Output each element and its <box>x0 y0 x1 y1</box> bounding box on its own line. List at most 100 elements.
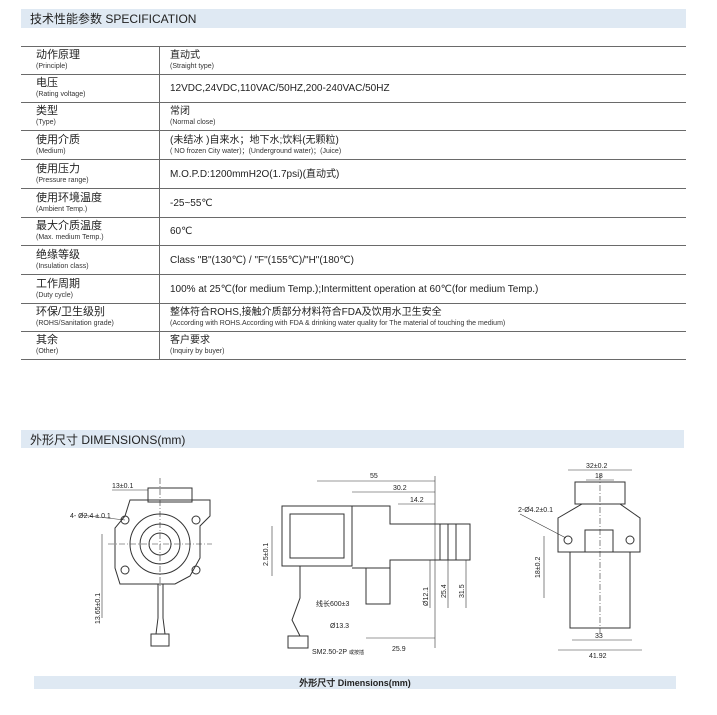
front-dim-1365: 13.65±0.1 <box>95 593 102 624</box>
right-view <box>519 469 642 651</box>
spec-label-en: (Medium) <box>36 147 66 155</box>
spec-label-zh: 绝缘等级 <box>36 248 80 261</box>
right-mount-hole-1 <box>563 535 573 545</box>
spec-value-cell: -25~55℃ <box>160 189 687 218</box>
spec-label-en: (Pressure range) <box>36 176 89 184</box>
spec-value-cell: 直动式(Straight type) <box>160 47 687 75</box>
side-label-315: 31.5 <box>459 584 466 598</box>
spec-row: 使用环境温度(Ambient Temp.)-25~55℃ <box>21 188 687 218</box>
spec-label-zh: 最大介质温度 <box>36 220 102 232</box>
spec-value-main: 常闭 <box>170 106 190 117</box>
right-label-32: 32±0.2 <box>586 463 607 470</box>
spec-row: 电压 (Rating voltage) 12VDC,24VDC,110VAC/50H… <box>21 74 686 103</box>
spec-value-main: Class "B"(130℃) / "F"(155℃)/"H"(180℃) <box>170 254 354 266</box>
spec-value-main: 100% at 25℃(for medium Temp.);Intermitte… <box>170 283 539 295</box>
spec-label-en: (Other) <box>36 348 59 355</box>
spec-row: 其余(Other) 客户要求 (Inquiry by buyer) <box>21 331 687 360</box>
side-connector <box>287 635 309 649</box>
spec-label-zh: 使用压力 <box>36 162 80 175</box>
spec-label-cell: 其余(Other) <box>21 331 160 360</box>
spec-label-zh: 电压 <box>36 77 58 89</box>
front-view <box>79 478 212 647</box>
spec-value-sub: (Straight type) <box>170 63 214 70</box>
side-coil-inner <box>289 513 345 559</box>
spec-label-en: (Duty cycle) <box>36 291 73 299</box>
spec-label-zh: 使用介质 <box>36 133 80 146</box>
front-dim-13: 13±0.1 <box>112 483 133 490</box>
front-dim-hole: 4- Ø2.4 ± 0.1 <box>70 513 111 520</box>
spec-label-cell: 使用介质(Medium) <box>21 130 160 160</box>
spec-label-cell: 环保/卫生级别(ROHS/Sanitation grade) <box>21 303 160 332</box>
front-top-tab <box>147 487 193 503</box>
side-label-connector: SM2.50-2P <box>312 649 347 656</box>
spec-label-cell: 动作原理 (Principle) <box>21 46 160 75</box>
front-leader <box>79 514 126 521</box>
spec-row: 使用介质(Medium)(未结冰 )自来水；地下水;饮料(无颗粒)( NO fr… <box>21 130 687 160</box>
spec-value-main: 客户要求 <box>170 335 210 346</box>
front-mount-hole-3 <box>120 565 130 575</box>
spec-value-sub: ( NO frozen City water)；(Underground wat… <box>170 147 342 155</box>
side-outlet-thread <box>439 524 457 560</box>
side-lead-wire <box>291 566 301 637</box>
spec-value-cell: Class "B"(130℃) / "F"(155℃)/"H"(180℃) <box>160 246 687 275</box>
spec-row: 环保/卫生级别(ROHS/Sanitation grade) 整体符合ROHS,接… <box>21 303 686 332</box>
dimension-drawings: 13±0.1 4- Ø2.4 ± 0.1 13.65±0.1 55 30.2 1… <box>70 463 642 660</box>
side-label-25: 2.5±0.1 <box>263 543 270 566</box>
dimensions-section-header: 外形尺寸 DIMENSIONS(mm) <box>21 430 684 448</box>
spec-label-cell: 最大介质温度 (Max. medium Temp.) <box>21 217 160 246</box>
spec-label-zh: 类型 <box>36 105 58 117</box>
side-label-254: 25.4 <box>441 584 448 598</box>
right-label-18: 18 <box>595 473 603 480</box>
front-mount-hole-2 <box>191 515 201 525</box>
spec-value-main: (未结冰 )自来水；地下水;饮料(无颗粒) <box>170 134 339 146</box>
side-label-wire-length: 线长600±3 <box>316 599 350 608</box>
spec-row: 类型 (Type) 常闭 (Normal close) <box>21 102 686 131</box>
right-mount-hole-2 <box>625 535 635 545</box>
spec-value-main: 12VDC,24VDC,110VAC/50HZ,200-240VAC/50HZ <box>170 83 390 94</box>
spec-value-sub: (Inquiry by buyer) <box>170 348 225 355</box>
spec-value-cell: M.O.P.D:1200mmH2O(1.7psi)(直动式) <box>160 160 687 189</box>
spec-label-en: (Rating voltage) <box>36 91 86 98</box>
side-valve-body <box>352 505 471 569</box>
side-label-55: 55 <box>370 473 378 480</box>
spec-label-zh: 动作原理 <box>36 49 80 61</box>
spec-row: 工作周期(Duty cycle) 100% at 25℃(for medium T… <box>21 274 686 304</box>
spec-label-cell: 绝缘等级(Insulation class) <box>21 245 160 275</box>
front-body-outline <box>114 499 211 585</box>
spec-row: 动作原理 (Principle) 直动式(Straight type) <box>21 46 687 75</box>
spec-label-zh: 使用环境温度 <box>36 191 102 204</box>
dimensions-section-title: 外形尺寸 DIMENSIONS(mm) <box>30 432 186 447</box>
side-inlet-pipe <box>365 567 391 605</box>
dimensions-caption: 外形尺寸 Dimensions(mm) <box>34 676 676 689</box>
spec-label-en: (Max. medium Temp.) <box>36 234 104 241</box>
spec-label-en: (Principle) <box>36 63 68 70</box>
spec-label-zh: 环保/卫生级别 <box>36 306 106 318</box>
spec-label-cell: 电压 (Rating voltage) <box>21 74 160 103</box>
front-mount-hole-1 <box>120 515 130 525</box>
spec-value-sub: (According with ROHS.According with FDA … <box>170 320 506 327</box>
spec-label-zh: 工作周期 <box>36 277 80 290</box>
spec-value-main: 60℃ <box>170 226 193 237</box>
spec-value-sub: (Normal close) <box>170 119 216 126</box>
spec-label-cell: 使用压力(Pressure range) <box>21 159 160 189</box>
spec-value-cell: 客户要求 (Inquiry by buyer) <box>160 332 687 360</box>
front-mount-hole-4 <box>191 565 201 575</box>
side-label-259: 25.9 <box>392 646 406 653</box>
spec-label-en: (Type) <box>36 119 56 126</box>
spec-value-cell: (未结冰 )自来水；地下水;饮料(无颗粒)( NO frozen City wa… <box>160 131 687 160</box>
spec-label-cell: 类型 (Type) <box>21 102 160 131</box>
spec-table: 动作原理 (Principle) 直动式(Straight type) 电压 (Rati… <box>21 46 686 360</box>
spec-value-cell: 60℃ <box>160 218 687 246</box>
front-connector <box>150 633 170 647</box>
front-lead-wires <box>155 584 166 635</box>
spec-value-main: 整体符合ROHS,接触介质部分材料符合FDA及饮用水卫生安全 <box>170 307 442 318</box>
right-leader <box>519 513 567 539</box>
spec-label-en: (Insulation class) <box>36 262 89 270</box>
right-label-4192: 41.92 <box>589 653 607 660</box>
right-port <box>584 529 614 553</box>
spec-section-title: 技术性能参数 SPECIFICATION <box>30 12 197 26</box>
right-label-18v: 18±0.2 <box>535 557 542 578</box>
side-view <box>271 476 471 649</box>
right-label-hole: 2-Ø4.2±0.1 <box>518 507 553 514</box>
spec-value-main: M.O.P.D:1200mmH2O(1.7psi)(直动式) <box>170 168 340 180</box>
